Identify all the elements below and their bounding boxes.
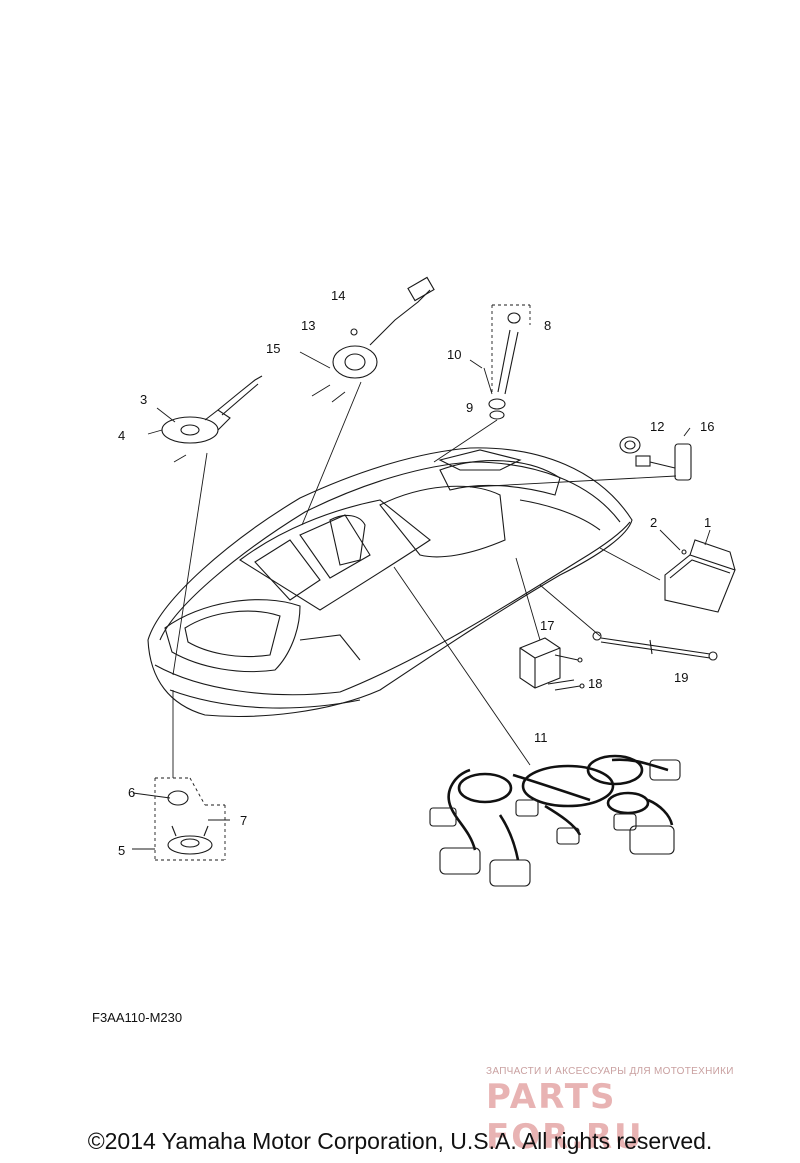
part-5-drain-plug xyxy=(132,777,230,861)
callout-7: 7 xyxy=(240,813,247,828)
watermark: ЗАПЧАСТИ И АКСЕССУАРЫ ДЛЯ МОТОТЕХНИКИ PA… xyxy=(486,1066,786,1157)
callout-labels: 1 2 3 4 5 6 7 8 9 10 11 12 13 14 15 16 1… xyxy=(118,288,714,858)
callout-6: 6 xyxy=(128,785,135,800)
part-8-hose xyxy=(469,304,531,420)
diagram-code: F3AA110-M230 xyxy=(92,1010,183,1025)
part-11-wire-harness xyxy=(429,754,681,887)
callout-10: 10 xyxy=(447,347,461,362)
callout-13: 13 xyxy=(301,318,315,333)
callout-17: 17 xyxy=(540,618,554,633)
callout-16: 16 xyxy=(700,419,714,434)
part-13-connector-plate xyxy=(299,276,435,403)
callout-4: 4 xyxy=(118,428,125,443)
callout-11: 11 xyxy=(534,730,548,745)
part-19-cable xyxy=(592,631,718,661)
callout-9: 9 xyxy=(466,400,473,415)
watermark-tagline: ЗАПЧАСТИ И АКСЕССУАРЫ ДЛЯ МОТОТЕХНИКИ xyxy=(486,1066,734,1077)
part-17-relay xyxy=(519,637,585,691)
part-16-sensor xyxy=(619,427,692,481)
watermark-logo: PARTS FOR.RU xyxy=(486,1077,644,1157)
copyright-notice: ©2014 Yamaha Motor Corporation, U.S.A. A… xyxy=(87,1128,713,1154)
leader-lines xyxy=(172,381,677,778)
callout-14: 14 xyxy=(331,288,345,303)
callout-3: 3 xyxy=(140,392,147,407)
callout-5: 5 xyxy=(118,843,125,858)
callout-15: 15 xyxy=(266,341,280,356)
part-3-antenna-base xyxy=(147,375,263,463)
callout-8: 8 xyxy=(544,318,551,333)
callout-18: 18 xyxy=(588,676,602,691)
callout-1: 1 xyxy=(704,515,711,530)
boat-hull xyxy=(147,447,633,717)
callout-2: 2 xyxy=(650,515,657,530)
callout-12: 12 xyxy=(650,419,664,434)
callout-19: 19 xyxy=(674,670,688,685)
part-1-battery-box xyxy=(659,529,736,613)
